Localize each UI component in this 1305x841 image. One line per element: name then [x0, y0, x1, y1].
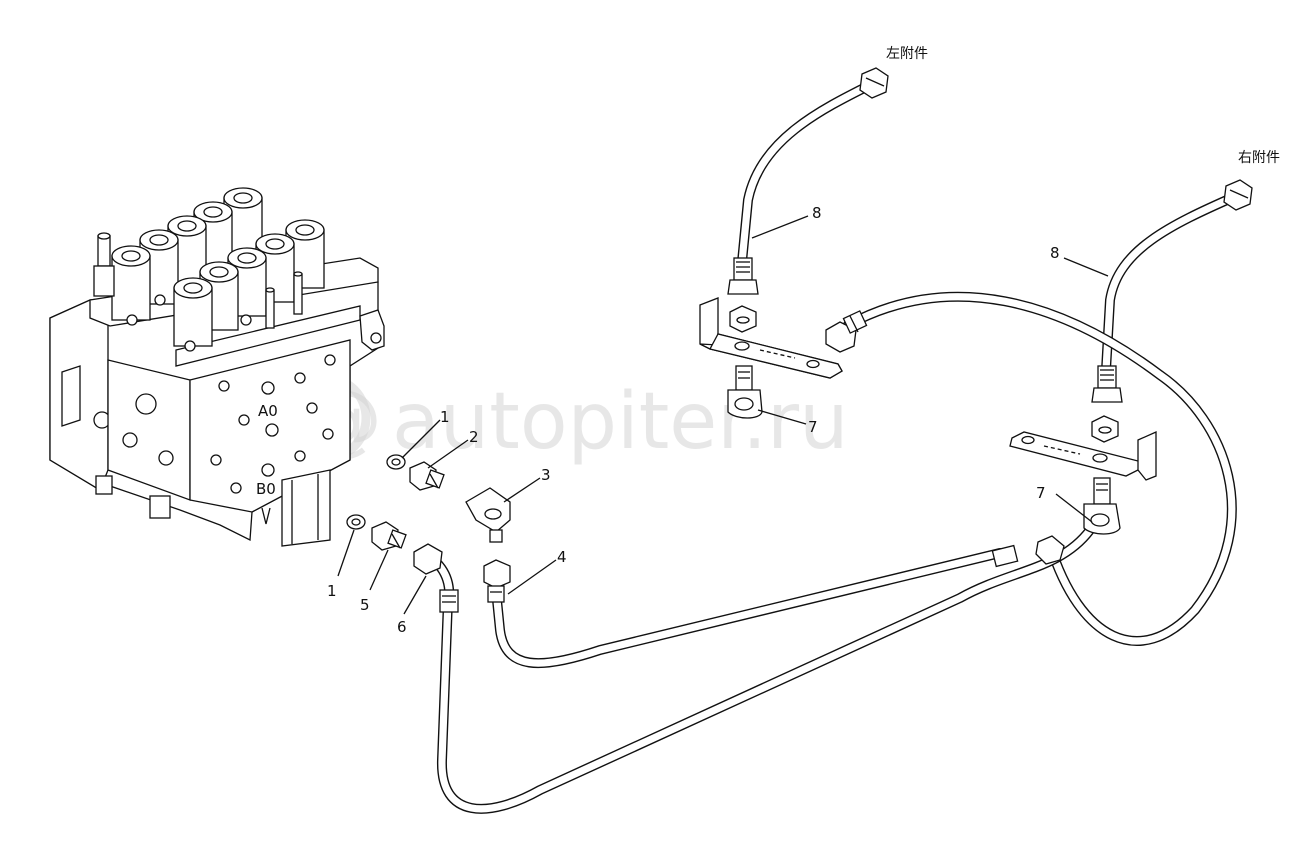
- callout-7-right: 7: [1036, 484, 1046, 502]
- fittings: [346, 67, 1253, 613]
- hose-ferrule-right-elbow: [991, 544, 1019, 568]
- bracket-right: [1009, 430, 1157, 481]
- hose-ferrule-6: [439, 589, 459, 613]
- callout-3: 3: [541, 466, 551, 484]
- callout-4: 4: [557, 548, 567, 566]
- adapter-2: [409, 461, 445, 491]
- watermark-text: autopiter.ru: [392, 377, 849, 467]
- callout-8-right: 8: [1050, 244, 1060, 262]
- callout-5: 5: [360, 596, 370, 614]
- hose-ferrule-right: [1097, 365, 1117, 389]
- bracket-left: [699, 297, 843, 379]
- callout-1-lower: 1: [327, 582, 337, 600]
- label-right-attachment: 右附件: [1238, 150, 1280, 166]
- elbow-3: [465, 487, 511, 543]
- elbow-fitting-7-left: [727, 365, 763, 419]
- callout-8-left: 8: [812, 204, 822, 222]
- hose-ferrule-left: [733, 257, 753, 281]
- adapter-5: [371, 521, 407, 551]
- callout-2: 2: [469, 428, 479, 446]
- port-label-a0: A0: [258, 402, 278, 420]
- hose-nut-right-elbow: [1035, 535, 1065, 565]
- solenoid-row-front: [173, 219, 325, 347]
- control-valve: [49, 187, 385, 547]
- hose-nut-left-top: [859, 67, 889, 99]
- hose-nut-right-bottom: [1091, 387, 1123, 403]
- label-left-attachment: 左附件: [886, 46, 928, 62]
- callouts: 1 2 3 4 1 5 6 7 7 8 8: [327, 204, 1060, 636]
- watermark: @ autopiter.ru: [281, 373, 849, 467]
- callout-6: 6: [397, 618, 407, 636]
- hose-end-4: [483, 559, 511, 603]
- callout-7-left: 7: [808, 418, 818, 436]
- callout-1-upper: 1: [440, 408, 450, 426]
- leader-lines: [337, 215, 1109, 615]
- swivel-fitting-left: [825, 310, 868, 353]
- hose-nut-left-bottom: [727, 279, 759, 295]
- hose-nut-right-top: [1223, 179, 1253, 211]
- elbow-fitting-7-right: [1083, 477, 1121, 535]
- port-label-b0: B0: [256, 480, 276, 498]
- hose-end-6: [413, 543, 459, 613]
